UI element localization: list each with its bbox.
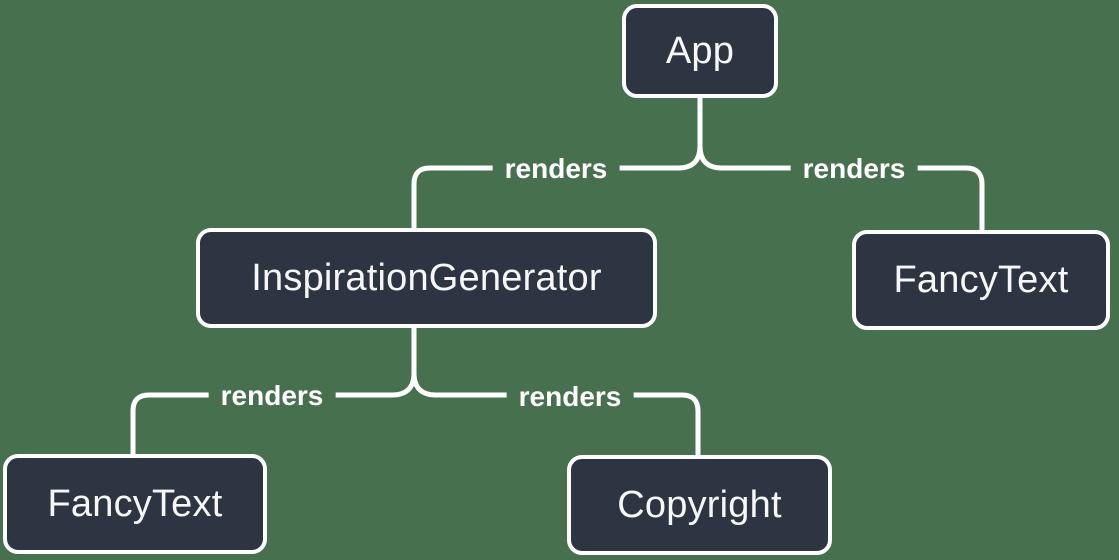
edge-label-renders: renders	[208, 378, 336, 414]
node-copyright: Copyright	[567, 455, 832, 555]
edge-label-renders: renders	[790, 151, 918, 187]
edge-label-renders: renders	[506, 379, 634, 415]
node-fancy-text-left: FancyText	[3, 454, 267, 554]
node-inspiration-generator: InspirationGenerator	[196, 228, 657, 328]
node-fancy-text-right: FancyText	[852, 230, 1110, 330]
node-app: App	[622, 4, 778, 98]
edge-label-renders: renders	[492, 151, 620, 187]
